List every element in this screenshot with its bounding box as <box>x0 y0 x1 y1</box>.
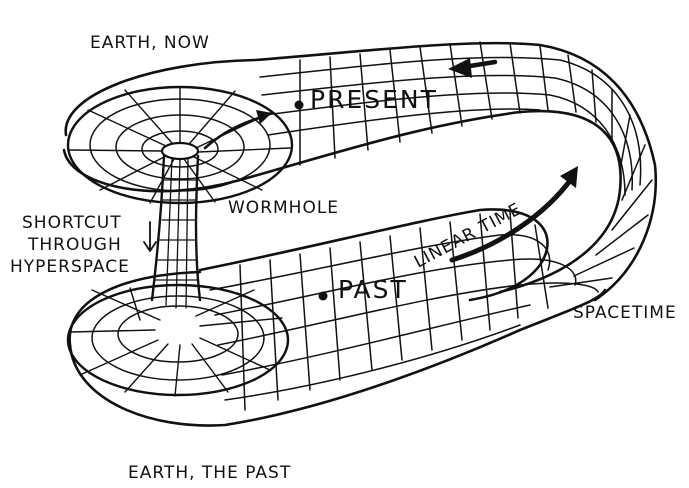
upper-funnel <box>68 87 292 203</box>
spacetime-label: SPACETIME <box>573 303 677 323</box>
earth-now-label: EARTH, NOW <box>90 33 210 53</box>
past-point <box>319 292 328 301</box>
earth-past-label: EARTH, THE PAST <box>128 463 291 483</box>
shortcut-arrow <box>144 222 156 251</box>
present-label: PRESENT <box>310 85 438 114</box>
shortcut-label-line1: SHORTCUT <box>22 213 122 233</box>
lower-funnel <box>68 285 288 396</box>
shortcut-label-line3: HYPERSPACE <box>10 257 130 277</box>
present-point <box>295 101 304 110</box>
past-label: PAST <box>338 275 408 304</box>
wormhole-label: WORMHOLE <box>228 198 339 218</box>
shortcut-label-line2: THROUGH <box>27 235 122 255</box>
